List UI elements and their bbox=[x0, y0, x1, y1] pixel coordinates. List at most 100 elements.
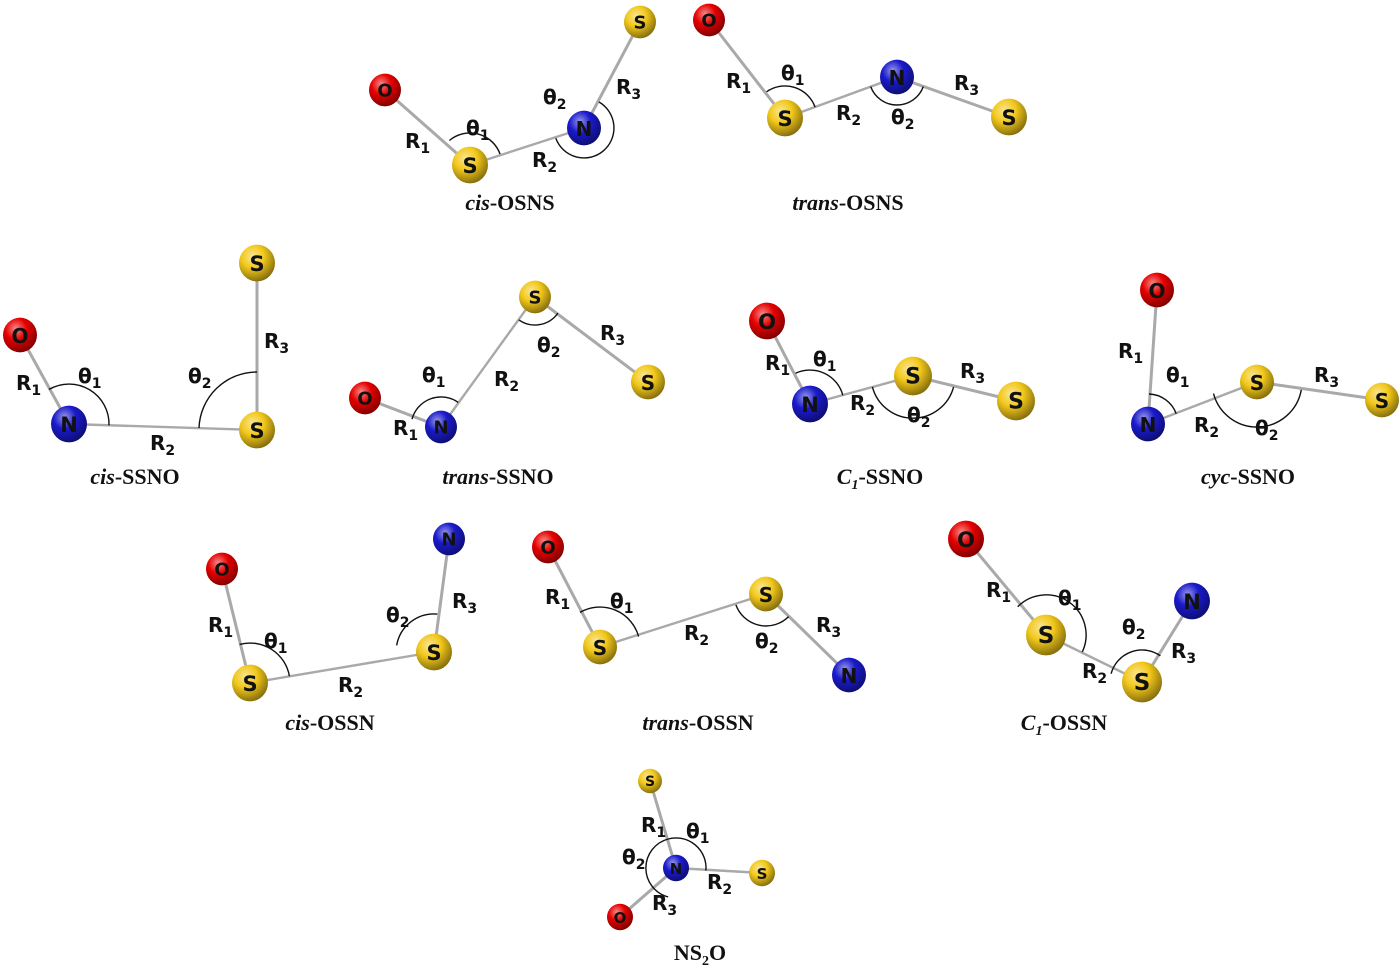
atom-sphere bbox=[894, 356, 932, 396]
atom-sphere bbox=[767, 99, 803, 137]
atom-s: S bbox=[1026, 614, 1066, 656]
atom-sphere bbox=[749, 576, 783, 612]
param-label-r3: R3 bbox=[452, 589, 477, 617]
param-label-theta1: θ1 bbox=[422, 363, 446, 391]
atom-o: O bbox=[206, 552, 238, 586]
param-label-theta1: θ1 bbox=[1058, 586, 1082, 614]
atom-n: N bbox=[433, 522, 465, 556]
atom-symbol: S bbox=[529, 288, 542, 309]
atom-symbol: O bbox=[957, 528, 975, 552]
atom-o: O bbox=[1140, 272, 1174, 308]
bond-2 bbox=[67, 422, 259, 432]
param-label-r2: R2 bbox=[836, 101, 861, 129]
atom-symbol: O bbox=[758, 310, 776, 334]
bond-3 bbox=[764, 592, 851, 677]
param-label-theta2: θ2 bbox=[755, 629, 779, 657]
atom-symbol: S bbox=[641, 371, 655, 395]
atom-o: O bbox=[607, 903, 633, 931]
param-label-theta1: θ1 bbox=[610, 589, 634, 617]
param-label-r3: R3 bbox=[264, 329, 289, 357]
param-label-r3: R3 bbox=[616, 75, 641, 103]
atom-symbol: S bbox=[905, 365, 921, 390]
atom-o: O bbox=[349, 381, 381, 415]
atom-s: S bbox=[232, 664, 268, 702]
atom-sphere bbox=[519, 280, 551, 314]
atom-sphere bbox=[239, 244, 275, 282]
atom-symbol: S bbox=[1375, 389, 1389, 413]
atom-s: S bbox=[624, 5, 656, 39]
atom-sphere bbox=[1174, 582, 1210, 620]
bond-1 bbox=[648, 779, 678, 870]
angle-arc-theta1 bbox=[766, 85, 816, 108]
param-label-r2: R2 bbox=[494, 367, 519, 395]
atom-symbol: O bbox=[377, 81, 392, 102]
bond-1 bbox=[220, 567, 252, 685]
atom-s: S bbox=[991, 98, 1027, 136]
atom-s: S bbox=[749, 859, 775, 887]
atom-symbol: N bbox=[576, 117, 593, 141]
atom-symbol: S bbox=[1008, 390, 1024, 415]
atom-o: O bbox=[369, 73, 401, 107]
atom-symbol: S bbox=[593, 636, 607, 660]
param-label-theta2: θ2 bbox=[537, 333, 561, 361]
atom-sphere bbox=[51, 405, 87, 443]
atom-symbol: N bbox=[841, 664, 858, 688]
bond-3 bbox=[533, 295, 650, 384]
atom-symbol: S bbox=[777, 107, 792, 131]
param-label-theta2: θ2 bbox=[622, 845, 646, 873]
atom-n: N bbox=[1174, 582, 1210, 620]
angle-arc-theta2 bbox=[645, 838, 669, 898]
param-label-theta1: θ1 bbox=[686, 819, 710, 847]
atom-symbol: O bbox=[11, 324, 28, 348]
atom-o: O bbox=[948, 520, 984, 558]
atom-s: S bbox=[1240, 364, 1274, 400]
param-label-r1: R1 bbox=[405, 129, 430, 157]
param-label-r3: R3 bbox=[954, 71, 979, 99]
atom-symbol: S bbox=[645, 774, 655, 790]
param-label-r2: R2 bbox=[707, 870, 732, 898]
atom-sphere bbox=[1140, 272, 1174, 308]
atom-sphere bbox=[567, 110, 601, 146]
bond-2 bbox=[1146, 380, 1259, 426]
param-label-theta2: θ2 bbox=[188, 364, 212, 392]
angle-arc-theta1 bbox=[48, 383, 110, 426]
atom-sphere bbox=[749, 859, 775, 887]
atom-s: S bbox=[452, 146, 488, 184]
atom-sphere bbox=[583, 629, 617, 665]
param-label-r2: R2 bbox=[850, 391, 875, 419]
atom-o: O bbox=[749, 302, 785, 340]
bond-3 bbox=[582, 20, 642, 130]
atom-sphere bbox=[1122, 661, 1162, 703]
param-label-theta1: θ1 bbox=[466, 116, 490, 144]
param-label-r1: R1 bbox=[208, 613, 233, 641]
molecule-caption: trans-OSNS bbox=[792, 190, 903, 215]
atom-symbol: O bbox=[1148, 279, 1165, 303]
bond-2 bbox=[248, 650, 436, 685]
atom-symbol: S bbox=[462, 154, 477, 178]
atom-s: S bbox=[894, 356, 932, 396]
atom-sphere bbox=[1131, 406, 1165, 442]
param-label-theta2: θ2 bbox=[1255, 416, 1279, 444]
atom-sphere bbox=[631, 364, 665, 400]
param-label-theta1: θ1 bbox=[1166, 363, 1190, 391]
angle-arc-theta2 bbox=[1110, 649, 1161, 674]
param-label-r2: R2 bbox=[684, 621, 709, 649]
atom-symbol: N bbox=[60, 413, 78, 437]
atom-symbol: O bbox=[614, 909, 627, 927]
atom-symbol: S bbox=[249, 252, 264, 276]
param-label-r1: R1 bbox=[1118, 339, 1143, 367]
atom-n: N bbox=[792, 385, 828, 423]
atom-symbol: N bbox=[1183, 590, 1201, 614]
param-label-theta1: θ1 bbox=[264, 629, 288, 657]
angle-arc-theta1 bbox=[1148, 393, 1177, 414]
atom-symbol: S bbox=[1038, 623, 1055, 649]
atom-sphere bbox=[1026, 614, 1066, 656]
atom-sphere bbox=[991, 98, 1027, 136]
param-label-r1: R1 bbox=[726, 69, 751, 97]
